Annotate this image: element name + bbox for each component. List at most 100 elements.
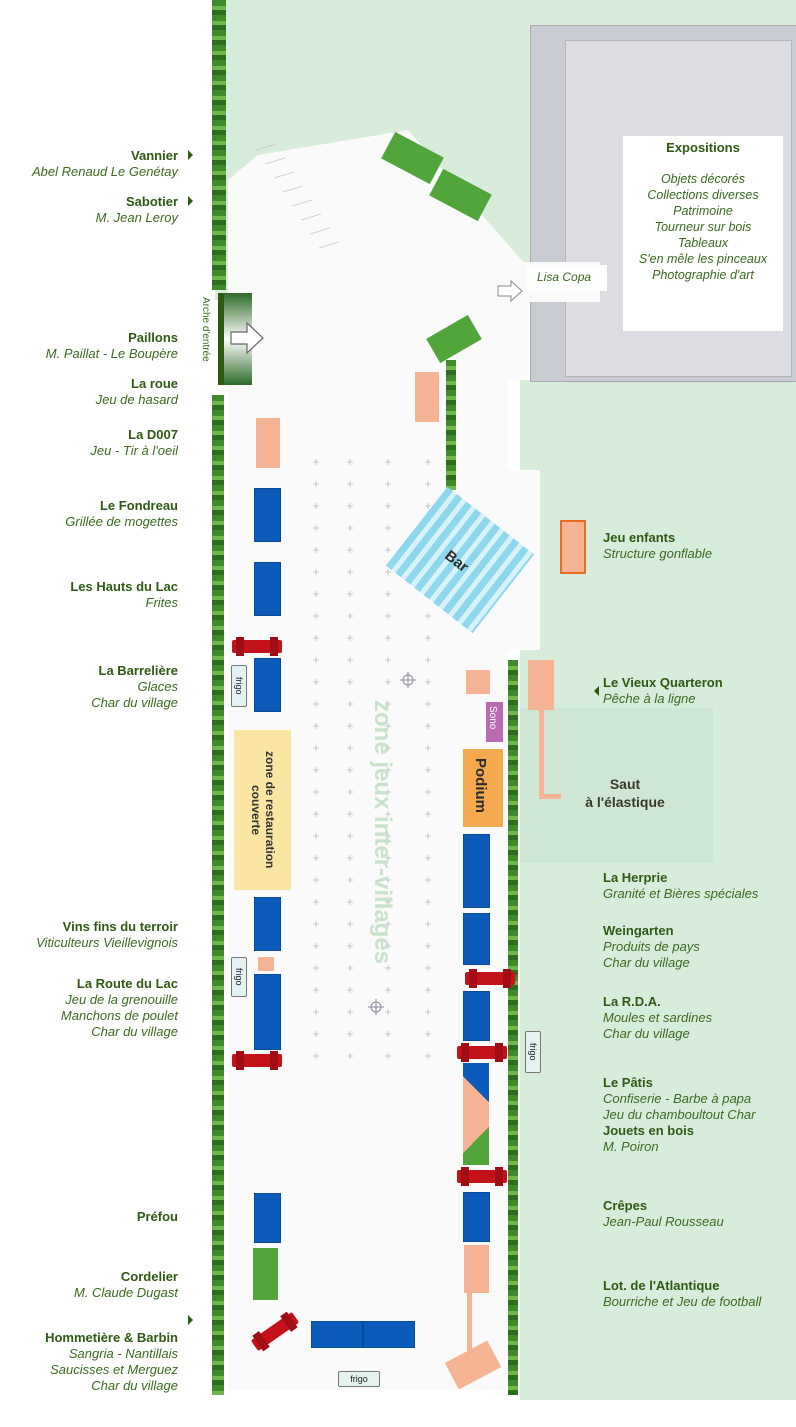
grid-mark	[313, 921, 319, 927]
grid-mark	[425, 657, 431, 663]
stand-subtitle: Saucisses et Merguez	[50, 1362, 178, 1377]
stand-title: Sabotier	[125, 194, 178, 209]
grid-mark	[425, 723, 431, 729]
grid-mark	[347, 855, 353, 861]
stall-hommetiere-2	[363, 1321, 415, 1348]
grid-mark	[385, 679, 391, 685]
saut-path-h	[539, 794, 561, 799]
stall-crepes	[463, 1192, 490, 1242]
grid-mark	[318, 241, 340, 249]
grid-mark	[313, 635, 319, 641]
stand-subtitle: Char du village	[91, 695, 178, 710]
stand-label: Préfou	[0, 1209, 178, 1225]
grid-mark	[313, 723, 319, 729]
stand-subtitle: Confiserie - Barbe à papa	[603, 1091, 752, 1106]
stand-title: Le Fondreau	[99, 498, 178, 513]
exposition-item: Objets décorés	[660, 172, 746, 186]
stand-title: Jouets en bois	[603, 1123, 695, 1138]
stand-title: Cordelier	[120, 1269, 178, 1284]
grid-mark	[425, 459, 431, 465]
grid-mark	[255, 143, 277, 151]
stand-subtitle: Granité et Bières spéciales	[603, 886, 759, 901]
lot-atlantique-path	[467, 1293, 472, 1353]
stand-subtitle: Moules et sardines	[603, 1010, 713, 1025]
grid-mark	[313, 613, 319, 619]
stand-subtitle: Viticulteurs Vieillevignois	[36, 935, 178, 950]
pointer-icon	[594, 686, 599, 696]
stall-le-patis	[463, 1063, 489, 1115]
grid-mark	[385, 503, 391, 509]
stand-subtitle: Pêche à la ligne	[603, 691, 696, 706]
stand-subtitle: Glaces	[137, 679, 178, 694]
lisa-copa-label: Lisa Copa	[537, 270, 592, 284]
stand-title: Les Hauts du Lac	[70, 579, 178, 594]
stall-cordelier	[253, 1248, 278, 1300]
grid-mark	[425, 481, 431, 487]
stand-title: Vins fins du terroir	[62, 919, 178, 934]
grid-mark	[425, 635, 431, 641]
stand-subtitle: Grillée de mogettes	[65, 514, 178, 529]
grid-mark	[313, 745, 319, 751]
grid-mark	[313, 1053, 319, 1059]
frigo-label: frigo	[231, 957, 247, 997]
stand-subtitle: Jeu de hasard	[95, 392, 178, 407]
stall-weingarten	[463, 913, 490, 965]
stand-subtitle: M. Paillat - Le Boupère	[45, 346, 178, 361]
stall-rda	[463, 991, 490, 1041]
podium-label: Podium	[472, 758, 489, 813]
grid-mark	[313, 701, 319, 707]
grass-area-saut	[520, 708, 713, 863]
stand-title: Weingarten	[603, 923, 674, 938]
grid-mark	[300, 213, 322, 221]
grid-mark	[425, 701, 431, 707]
arrow-right-icon	[497, 279, 523, 307]
grid-mark	[347, 965, 353, 971]
pointer-icon	[188, 1315, 193, 1325]
grid-mark	[385, 921, 391, 927]
grid-mark	[313, 1031, 319, 1037]
stand-subtitle: Char du village	[603, 955, 690, 970]
grid-mark	[347, 459, 353, 465]
stand-title: Crêpes	[603, 1198, 648, 1213]
stand-subtitle: Jeu de la grenouille	[65, 992, 178, 1007]
grid-mark	[347, 613, 353, 619]
grid-mark	[313, 789, 319, 795]
grid-mark	[264, 157, 286, 165]
grid-mark	[425, 987, 431, 993]
grid-mark	[313, 591, 319, 597]
grid-mark	[385, 833, 391, 839]
grid-mark	[313, 987, 319, 993]
pointer-icon	[188, 196, 193, 206]
stand-title: Hommetière & Barbin	[45, 1330, 178, 1345]
stall-hommetiere-1	[311, 1321, 363, 1348]
tractor-rda	[457, 1043, 507, 1062]
stand-subtitle: Abel Renaud Le Genétay	[32, 164, 178, 179]
stand-title: La D007	[128, 427, 178, 442]
grid-mark	[385, 789, 391, 795]
saut-label-2: à l'élastique	[585, 794, 665, 810]
arche-label: Arche d'entrée	[200, 297, 211, 362]
exposition-item: Tourneur sur bois	[654, 220, 752, 234]
frigo-label: frigo	[338, 1371, 380, 1387]
grid-mark	[385, 877, 391, 883]
grid-mark	[347, 679, 353, 685]
grid-mark	[313, 767, 319, 773]
stand-title: Le Pâtis	[603, 1075, 653, 1090]
grid-mark	[385, 855, 391, 861]
stand-subtitle: Jeu du chamboultout Char	[603, 1107, 756, 1122]
grid-mark	[309, 227, 331, 235]
tractor-weingarten	[465, 969, 515, 988]
stand-title: Paillons	[128, 330, 178, 345]
grid-mark	[385, 1053, 391, 1059]
frigo-label: frigo	[231, 665, 247, 707]
grid-mark	[313, 877, 319, 883]
stand-title: La R.D.A.	[603, 994, 661, 1009]
stand-subtitle: Char du village	[91, 1024, 178, 1039]
grid-mark	[347, 525, 353, 531]
expositions-title: Expositions	[666, 140, 740, 155]
